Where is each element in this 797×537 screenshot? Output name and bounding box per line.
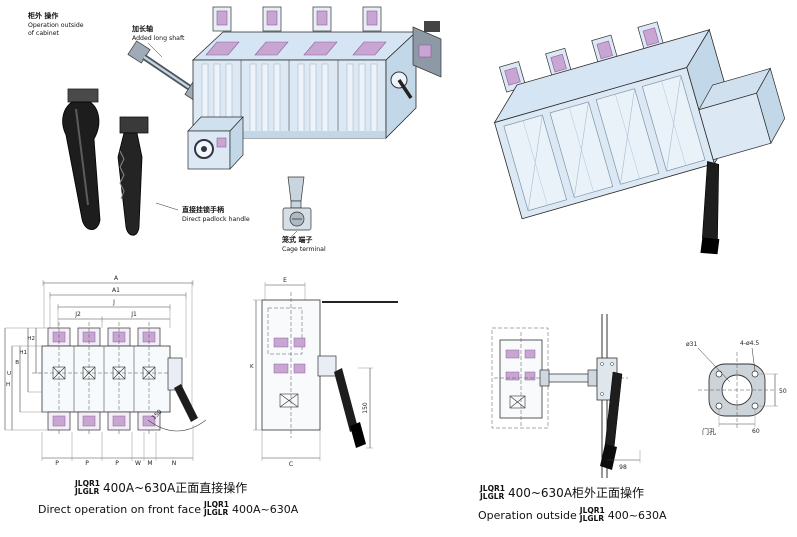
- dim-hole-diameter: ø31: [686, 341, 697, 348]
- padlock-handle: [117, 116, 149, 236]
- caption-left-zh: JLQR1 JLGLR 400A~630A正面直接操作: [75, 479, 247, 496]
- padlock-label-en: Direct padlock handle: [182, 216, 250, 223]
- switch-body: [191, 6, 442, 139]
- dim-C: C: [289, 461, 293, 468]
- long-shaft-label-en: Added long shaft: [132, 35, 185, 42]
- dim-B: B: [15, 360, 19, 366]
- dim-J1: J1: [130, 311, 137, 318]
- dim-J: J: [112, 299, 115, 306]
- caption-left-en-text: Direct operation on front face: [38, 502, 202, 516]
- outside-view-body: [494, 332, 628, 426]
- model-stack-right-en: JLQR1 JLGLR: [580, 507, 605, 523]
- model-name: JLGLR: [579, 514, 605, 523]
- side-dimension-drawing: E K 150 C: [250, 277, 398, 468]
- dim-A: A: [114, 275, 119, 282]
- caption-left-zh-text: 400A~630A正面直接操作: [102, 481, 248, 495]
- extended-shaft: [539, 369, 598, 387]
- operation-outside-label-en1: Operation outside: [28, 22, 84, 29]
- padlock-label-zh: 直接挂锁手柄: [182, 205, 224, 214]
- operator-mechanism: [187, 116, 244, 170]
- pole-fins: [201, 63, 378, 133]
- dim-P1: P: [55, 460, 59, 467]
- padlock-leader: [155, 202, 179, 211]
- dim-E: E: [283, 277, 287, 284]
- external-handle: [62, 88, 101, 231]
- dim-handle-length-side: 150: [362, 402, 369, 414]
- dim-M: M: [147, 460, 152, 467]
- outside-operation-drawing: 98: [491, 314, 641, 478]
- caption-right-en-text: Operation outside: [478, 508, 577, 522]
- caption-right-en: Operation outside JLQR1 JLGLR 400~630A: [478, 507, 666, 523]
- dim-H2: H2: [27, 336, 35, 342]
- cage-terminal: [282, 176, 312, 231]
- assembled-view-drawing: [493, 21, 786, 255]
- model-name: JLGLR: [480, 491, 505, 501]
- dim-U: U: [7, 371, 11, 377]
- cover-windows: [503, 74, 706, 212]
- dim-bolt-holes: 4-ø4.5: [740, 340, 759, 347]
- caption-left-en-rating: 400A~630A: [232, 502, 299, 516]
- cage-terminal-leader: [289, 230, 298, 239]
- caption-right-en-rating: 400~630A: [607, 508, 667, 522]
- caption-right-zh: JLQR1 JLGLR 400~630A柜外正面操作: [480, 484, 644, 501]
- flange-detail-drawing: ø31 4-ø4.5 50 60 门孔: [686, 340, 787, 436]
- dim-W: W: [135, 460, 141, 467]
- dim-K: K: [250, 364, 254, 370]
- dim-N: N: [172, 460, 177, 467]
- model-stack-left-zh: JLQR1 JLGLR: [75, 478, 100, 496]
- model-name: JLQR1: [480, 483, 505, 493]
- dim-P3: P: [115, 460, 119, 467]
- model-stack-right-zh: JLQR1 JLGLR: [480, 483, 505, 501]
- dim-60: 60: [752, 428, 760, 435]
- bolt-holes: [715, 370, 759, 410]
- operation-outside-label-en2: of cabinet: [28, 30, 59, 37]
- long-shaft-label-zh: 加长轴: [131, 24, 153, 33]
- dim-P2: P: [85, 460, 89, 467]
- side-extension-box: [698, 67, 786, 161]
- dim-A1: A1: [112, 287, 120, 294]
- model-name: JLQR1: [579, 506, 605, 515]
- model-name: JLQR1: [204, 500, 229, 509]
- caption-left-en: Direct operation on front face JLQR1 JLG…: [38, 501, 298, 517]
- caption-right-zh-text: 400~630A柜外正面操作: [507, 486, 645, 500]
- model-name: JLGLR: [204, 508, 229, 517]
- cage-terminal-label-en: Cage terminal: [282, 246, 326, 253]
- front-view-body: 150: [32, 322, 207, 436]
- exploded-view-drawing: 柜外 操作 Operation outside of cabinet 加长轴 A…: [27, 6, 442, 253]
- dim-98: 98: [619, 464, 627, 471]
- dim-H1: H1: [19, 350, 27, 356]
- dim-J2: J2: [74, 311, 81, 318]
- assembled-handle: [700, 161, 720, 255]
- terminal-lugs: [212, 6, 382, 32]
- operation-outside-label-zh: 柜外 操作: [27, 11, 58, 20]
- model-stack-left-en: JLQR1 JLGLR: [204, 501, 229, 517]
- model-name: JLGLR: [75, 486, 100, 496]
- front-dimension-drawing: A A1 J J2 J1: [4, 275, 207, 467]
- outside-handle: [600, 371, 623, 470]
- dim-H: H: [6, 382, 10, 388]
- model-name: JLQR1: [75, 478, 100, 488]
- dim-50: 50: [779, 388, 787, 395]
- door-hole-label: 门孔: [702, 427, 716, 436]
- cage-terminal-label-zh: 笼式 端子: [281, 235, 312, 244]
- long-shaft-leader: [147, 42, 163, 58]
- side-view-body: [261, 292, 366, 448]
